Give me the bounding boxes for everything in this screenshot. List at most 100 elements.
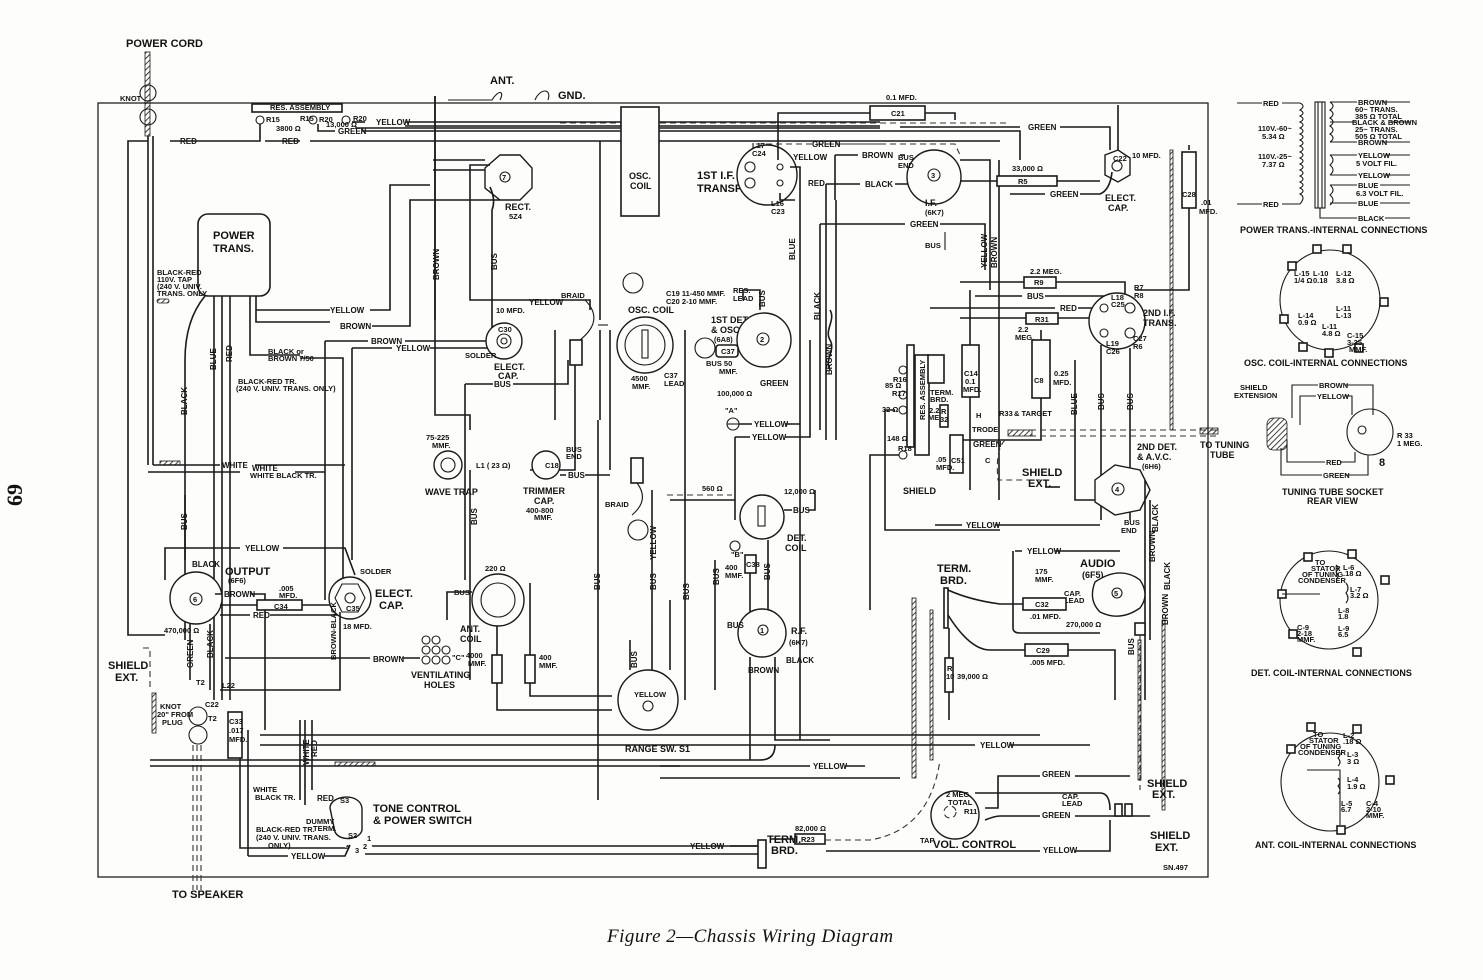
wire-label-bus: BUS — [490, 252, 499, 270]
inset-ant-coil: TO STATOR OF TUNING CONDENSER L-2 .18 Ω … — [1255, 722, 1416, 850]
osc-l12: L-12 — [1336, 269, 1351, 278]
wire-label-yellow: YELLOW — [634, 690, 667, 699]
osc-coil-can-label: OSC. — [629, 171, 651, 181]
audio-section: TERM. BRD. AUDIO (6F5) 175 MMF. 5 CAP. L… — [911, 551, 1172, 790]
wire-label-yellow: YELLOW — [330, 306, 365, 315]
r-560-value: 560 Ω — [702, 484, 723, 493]
wire-label-bus: BUS — [649, 572, 658, 590]
wire-label-green: GREEN — [1028, 123, 1057, 132]
wire-label-brown: BROWN — [1161, 594, 1170, 625]
black-red-tr-label: BLACK-RED TR. — [238, 377, 297, 386]
osc-l14: L-14 — [1298, 311, 1314, 320]
l18-label: L18 — [1111, 293, 1124, 302]
term-brd-label: BRD. — [930, 395, 948, 404]
target-label: & TARGET — [1014, 409, 1052, 418]
first-det-label: & OSC. — [711, 325, 742, 335]
inset-power-trans-title: POWER TRANS.-INTERNAL CONNECTIONS — [1240, 225, 1427, 235]
r33-label: R33 — [999, 409, 1013, 418]
power-transformer: POWER TRANS. BLACK-RED 110V. TAP (240 V.… — [156, 184, 505, 700]
c14-value: 0.1 — [965, 377, 975, 386]
elect-cap-c35: C35 SOLDER ELECT. CAP. 18 MFD. BROWN-BLA… — [220, 567, 413, 691]
wire-label-yellow: YELLOW — [813, 762, 848, 771]
h-label: H — [976, 411, 981, 420]
inset-60-total: 385 Ω TOTAL — [1355, 112, 1402, 121]
wire-label-green: GREEN — [760, 379, 789, 388]
r5-value: 33,000 Ω — [1012, 164, 1043, 173]
trimmer-cap: C18 TRIMMER CAP. 400-800 MMF. BUS END BU… — [523, 420, 649, 800]
r32-ref: 32 — [940, 415, 948, 424]
c37-lead-label: C37 — [664, 371, 678, 380]
ant-l2-value: .18 Ω — [1343, 737, 1362, 746]
tt-wire-yellow: YELLOW — [1317, 392, 1350, 401]
if-tube-label: I.F. — [925, 198, 937, 208]
first-if-transformer: 1ST I.F. TRANSF. L17 C24 L16 C23 YELLOW … — [697, 140, 961, 740]
c29-value: .005 MFD. — [1030, 658, 1065, 667]
output-tube-type: (6F6) — [228, 576, 246, 585]
det-l8-value: 1.8 — [1338, 612, 1348, 621]
r5-ref: R5 — [1018, 177, 1028, 186]
c19-label: C19 11-450 MMF. — [666, 289, 725, 298]
det-l7: L-7 — [1350, 585, 1361, 594]
switch-terminal-1: 1 — [367, 834, 371, 843]
ant-c4: C-4 — [1366, 799, 1379, 808]
black-red-tap-label: TRANS. ONLY — [157, 289, 207, 298]
trimmer-cap-unit: MMF. — [534, 513, 552, 522]
det-stator: CONDENSER — [1298, 576, 1347, 585]
wire-label-bus: BUS — [793, 506, 811, 515]
if-tube-number: 3 — [931, 171, 935, 180]
shield-ext-label: SHIELD — [1150, 830, 1190, 842]
cap-400b-value: 400 — [725, 563, 738, 572]
c25-label: C25 — [1111, 300, 1125, 309]
wire-label-white-black-tr: WHITE BLACK TR. — [250, 471, 317, 480]
c30-value: 10 MFD. — [496, 306, 525, 315]
wire-label-bus: BUS — [925, 241, 941, 250]
r32-ref: R — [941, 407, 947, 416]
output-tube-6f6: 6 OUTPUT (6F6) 470,000 Ω YELLOW BLACK BR… — [164, 544, 356, 730]
c28-ref: C28 — [1182, 190, 1196, 199]
cap-175-value: 175 — [1035, 567, 1048, 576]
term-brd-bottom-label: BRD. — [771, 845, 798, 857]
osc-c15-value: 3-35 — [1347, 338, 1362, 347]
inset-power-trans: RED RED 110V.-60~ 5.34 Ω 110V.-25~ 7.37 … — [1237, 98, 1427, 235]
c14-unit: MFD. — [963, 385, 981, 394]
second-if-transformer: L18 C25 R7 R8 2ND I.F. TRANS. L19 C26 C2… — [1088, 283, 1177, 520]
cap-lead-label: LEAD — [1062, 799, 1083, 808]
ant-stator: TO — [1313, 730, 1323, 739]
wire-label-black: BLACK — [1163, 562, 1172, 590]
first-if-label: 1ST I.F. — [697, 170, 735, 182]
det-l9-value: 6.5 — [1338, 630, 1348, 639]
c22-label: ELECT. — [1105, 193, 1136, 203]
inset-tuning-tube-title: TUNING TUBE SOCKET — [1282, 487, 1384, 497]
c32-ref: C32 — [1035, 600, 1049, 609]
trode-label: TRODE — [972, 425, 998, 434]
r10-value: 39,000 Ω — [957, 672, 988, 681]
knot-icon — [139, 108, 157, 126]
wire-label-bus: BUS — [712, 567, 721, 585]
black-red-tap-label: BLACK-RED — [157, 268, 202, 277]
audio-tube-number: 5 — [1114, 589, 1118, 598]
inset-tuning-tube: SHIELD EXTENSION BROWN YELLOW RED GREEN … — [1234, 381, 1422, 506]
ventilating-holes: "C" VENTILATING HOLES BROWN — [225, 635, 470, 690]
ventilating-holes-label: HOLES — [424, 680, 455, 690]
wire-label-yellow: YELLOW — [980, 233, 989, 268]
c29-ref: C29 — [1036, 646, 1050, 655]
resistor-assembly: RES. ASSEMBLY R15 R15 R20 R20 3800 Ω 13,… — [251, 103, 367, 133]
wire-label-yellow: YELLOW — [1027, 547, 1062, 556]
power-trans-label: POWER — [213, 230, 255, 242]
to-speaker-label: TO SPEAKER — [172, 889, 243, 901]
ant-stator: OF TUNING — [1300, 742, 1341, 751]
wire-label-brown: BROWN — [340, 322, 371, 331]
capacitor-c14: C14 0.1 MFD. — [961, 290, 981, 490]
wire-label-white: WHITE — [222, 461, 248, 470]
inset-det-coil: TO STATOR OF TUNING CONDENSER L-6 .18 Ω … — [1251, 549, 1412, 678]
wave-trap-cap-value: 75-225 — [426, 433, 449, 442]
wire-label-brown: BROWN — [224, 590, 255, 599]
osc-cap-4500-value: 4500 — [631, 374, 648, 383]
inset-det-coil-title: DET. COIL-INTERNAL CONNECTIONS — [1251, 668, 1412, 678]
det-l9: L-9 — [1338, 624, 1349, 633]
black-red-tr2-label: ONLY) — [268, 841, 291, 850]
ant-stator: CONDENSER — [1298, 748, 1347, 757]
det-l8: L-8 — [1338, 606, 1349, 615]
shield-ext-label: SHIELD — [108, 660, 148, 672]
c30-ref: C30 — [498, 325, 512, 334]
